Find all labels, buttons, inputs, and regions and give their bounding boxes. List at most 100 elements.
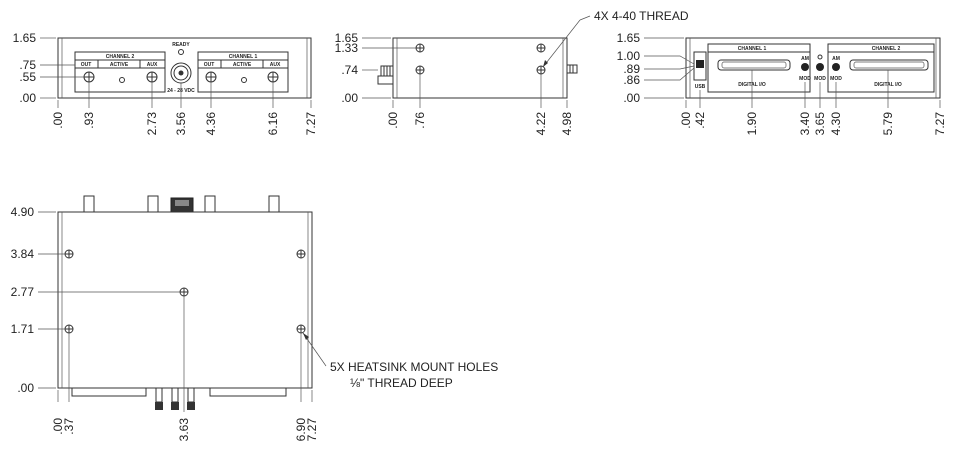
mod-3-label: MOD <box>830 76 842 82</box>
rear-led-icon <box>817 54 823 60</box>
bottom-view: 5X HEATSINK MOUNT HOLES ⅛" THREAD DEEP .… <box>11 195 498 442</box>
side-x-dim-1: .76 <box>413 112 427 129</box>
thread-note: 4X 4-40 THREAD <box>594 9 689 23</box>
rear-x-dim-1: .42 <box>693 112 707 129</box>
bottom-housing <box>57 211 313 389</box>
rear-y-dim-2: .89 <box>623 62 640 76</box>
ch2-active-led-icon <box>119 77 125 83</box>
thread-hole-icon <box>415 65 425 75</box>
side-right-connector-icon <box>566 64 578 74</box>
rear-x-dim-5: 4.30 <box>829 112 843 136</box>
front-y-dim-0: .00 <box>19 91 36 105</box>
ch1-active-label: ACTIVE <box>233 62 252 68</box>
am-mod-1-connector-icon <box>801 63 809 71</box>
ch1-aux-connector-icon <box>267 71 279 83</box>
bottom-y-dim-2: 2.77 <box>11 285 35 299</box>
front-view: CHANNEL 2 OUT ACTIVE AUX READY 24 - 28 V… <box>13 31 318 135</box>
front-x-dim-4: 4.36 <box>204 112 218 136</box>
mod-1-label: MOD <box>799 76 811 82</box>
rear-channel-1-block <box>707 43 811 93</box>
bottom-digital-io-1-icon <box>71 387 147 397</box>
bottom-y-dim-0: .00 <box>17 381 34 395</box>
side-x-dim-0: .00 <box>386 112 400 129</box>
side-x-dim-3: 4.98 <box>560 112 574 136</box>
heatsink-note-line-2: ⅛" THREAD DEEP <box>350 376 453 390</box>
side-left-connector-icon <box>377 65 394 85</box>
thread-hole-icon <box>536 65 546 75</box>
rear-x-dim-7: 7.27 <box>933 112 947 136</box>
digital-io-connector-2-icon <box>849 59 929 71</box>
ch2-active-label: ACTIVE <box>110 62 129 68</box>
side-y-dim-0: .00 <box>341 91 358 105</box>
front-x-dim-1: .93 <box>82 112 96 129</box>
ch1-out-connector-icon <box>205 71 217 83</box>
usb-label: USB <box>695 84 706 90</box>
bottom-x-dim-2: 3.63 <box>177 418 191 442</box>
front-x-dim-2: 2.73 <box>145 112 159 136</box>
am-3-label: AM <box>832 56 840 62</box>
ch2-out-label: OUT <box>81 62 92 68</box>
rear-channel-1-title: CHANNEL 1 <box>738 46 767 52</box>
thread-hole-icon <box>415 43 425 53</box>
front-x-dim-3: 3.56 <box>174 112 188 136</box>
bottom-y-dim-4: 4.90 <box>11 205 35 219</box>
ready-led-icon <box>178 49 184 55</box>
front-y-dim-1: .55 <box>19 70 36 84</box>
side-view: 4X 4-40 THREAD .00 .74 1.33 1.65 .00 .76… <box>335 9 689 135</box>
rear-y-dim-3: 1.00 <box>617 49 641 63</box>
thread-hole-icon <box>536 43 546 53</box>
ch1-aux-label: AUX <box>270 62 281 68</box>
rear-x-dim-4: 3.65 <box>813 112 827 136</box>
ch1-out-label: OUT <box>204 62 215 68</box>
heatsink-hole-icon <box>296 324 306 334</box>
rear-channel-2-block <box>827 43 935 93</box>
mod-2-label: MOD <box>814 76 826 82</box>
rear-x-dim-6: 5.79 <box>881 112 895 136</box>
bottom-x-dim-0: .00 <box>51 418 65 435</box>
heatsink-hole-icon <box>179 287 189 297</box>
channel-1-panel <box>197 51 289 93</box>
heatsink-hole-icon <box>296 249 306 259</box>
top-stub-icon <box>147 195 159 213</box>
front-x-dim-5: 6.16 <box>266 112 280 136</box>
bottom-digital-io-2-icon <box>209 387 287 397</box>
front-x-dim-6: 7.27 <box>304 112 318 136</box>
channel-2-panel <box>74 51 166 93</box>
rear-x-dim-2: 1.90 <box>745 112 759 136</box>
ch1-active-led-icon <box>241 77 247 83</box>
digital-io-connector-1-icon <box>717 59 791 71</box>
top-stub-icon <box>204 195 216 213</box>
side-y-dim-1: .74 <box>341 63 358 77</box>
rear-x-dim-0: .00 <box>679 112 693 129</box>
side-x-dim-2: 4.22 <box>534 112 548 136</box>
rear-y-dim-4: 1.65 <box>617 31 641 45</box>
bottom-x-dim-3: 6.90 <box>294 418 308 442</box>
rear-x-dim-3: 3.40 <box>798 112 812 136</box>
rear-y-dim-1: .86 <box>623 73 640 87</box>
front-x-dim-0: .00 <box>51 112 65 129</box>
heatsink-hole-icon <box>64 324 74 334</box>
rear-view: USB CHANNEL 1 DIGITAL I/O AM MOD MOD CHA… <box>617 31 947 135</box>
bottom-y-dim-3: 3.84 <box>11 247 35 261</box>
ch2-aux-connector-icon <box>146 71 158 83</box>
bottom-x-dim-1: .37 <box>62 418 76 435</box>
bottom-mod-connectors-icon <box>155 387 195 410</box>
heatsink-note-line-1: 5X HEATSINK MOUNT HOLES <box>330 360 498 374</box>
am-mod-3-connector-icon <box>832 63 840 71</box>
ch2-out-connector-icon <box>83 71 95 83</box>
ch2-aux-label: AUX <box>147 62 158 68</box>
channel-2-title: CHANNEL 2 <box>106 54 135 60</box>
mod-2-connector-icon <box>816 63 824 71</box>
ready-label: READY <box>172 42 190 48</box>
front-y-dim-2: .75 <box>19 58 36 72</box>
am-1-label: AM <box>801 56 809 62</box>
top-stub-icon <box>83 195 95 213</box>
front-y-dim-3: 1.65 <box>13 31 37 45</box>
top-power-connector-icon <box>170 197 194 213</box>
top-stub-icon <box>268 195 280 213</box>
bottom-x-dim-4: 7.27 <box>305 418 319 442</box>
bottom-y-dim-1: 1.71 <box>11 322 35 336</box>
power-connector-icon <box>170 62 192 84</box>
rear-y-dim-0: .00 <box>623 91 640 105</box>
